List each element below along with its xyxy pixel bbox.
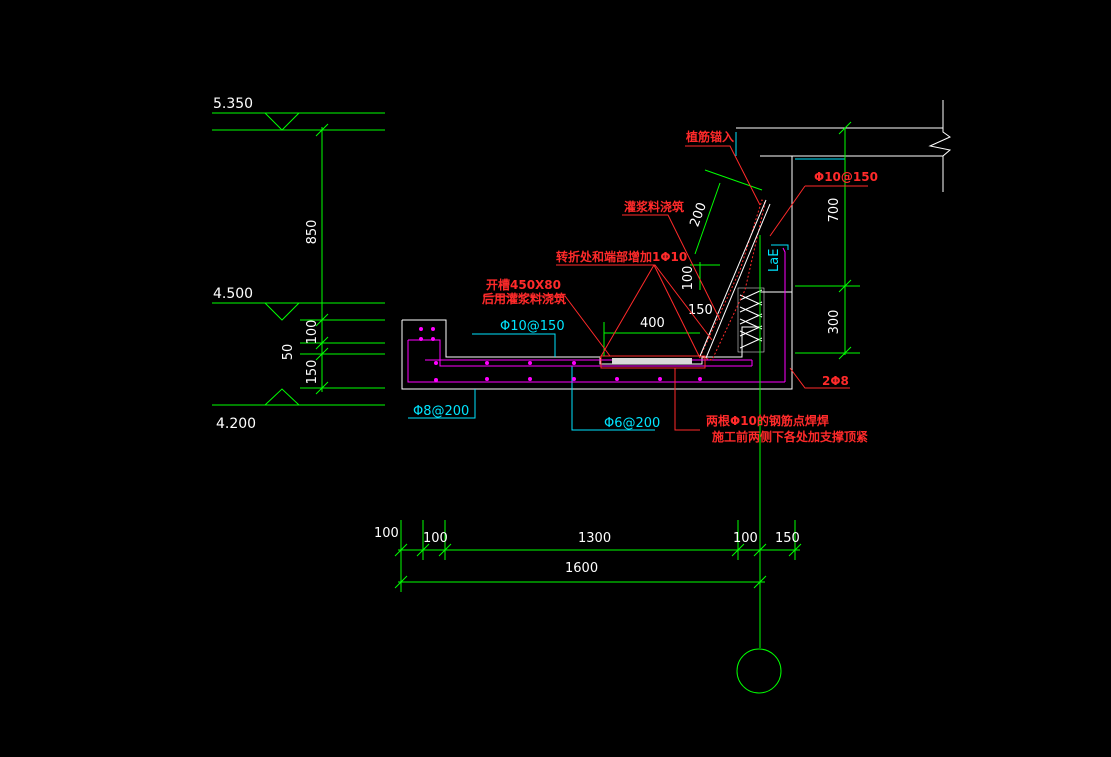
cyan-leaders xyxy=(408,132,846,431)
dim-50: 50 xyxy=(281,344,296,361)
dim-200: 200 xyxy=(687,201,710,229)
dim-1600: 1600 xyxy=(565,561,598,576)
dim-150-haunch: 150 xyxy=(688,303,713,318)
label-groove-pour: 后用灌浆料浇筑 xyxy=(482,291,566,306)
dim-300: 300 xyxy=(827,310,842,335)
axis-bubble xyxy=(736,648,782,694)
label-grout-pour: 灌浆料浇筑 xyxy=(623,199,684,214)
dim-100-haunch: 100 xyxy=(681,266,696,291)
dim-400: 400 xyxy=(640,316,665,331)
wall-hatch xyxy=(737,287,765,353)
elevation-markers: 5.350 4.500 4.200 850 100 50 150 xyxy=(212,96,385,432)
rebar-lines xyxy=(407,247,786,383)
label-two-phi8: 2Φ8 xyxy=(822,374,849,388)
label-support-note: 施工前两侧下各处加支撑顶紧 xyxy=(712,429,868,444)
red-leaders xyxy=(483,145,868,431)
dim-100-far-left: 100 xyxy=(374,526,399,541)
dim-700: 700 xyxy=(827,198,842,223)
label-lae: LaE xyxy=(767,249,782,272)
elevation-middle: 4.500 xyxy=(213,286,253,302)
label-phi8-200: Φ8@200 xyxy=(413,404,469,419)
annotations: 植筋锚入 Φ10@150 灌浆料浇筑 转折处和端部增加1Φ10 开槽450X80… xyxy=(413,129,878,444)
dim-850: 850 xyxy=(305,220,320,245)
bottom-dims: 100 100 1300 100 150 1600 xyxy=(374,520,802,592)
dim-150: 150 xyxy=(305,360,320,385)
elevation-bottom: 4.200 xyxy=(216,416,256,432)
label-phi6-200: Φ6@200 xyxy=(604,416,660,431)
right-dims: 700 300 200 100 150 400 xyxy=(603,121,860,360)
label-groove: 开槽450X80 xyxy=(486,277,561,292)
dim-100: 100 xyxy=(305,320,320,345)
label-weld-note: 两根Φ10的钢筋点焊焊 xyxy=(706,413,829,428)
rebar-dots xyxy=(419,327,702,382)
groove xyxy=(600,355,706,369)
label-corner-add: 转折处和端部增加1Φ10 xyxy=(556,249,687,264)
haunch xyxy=(699,199,771,361)
slab-outline xyxy=(401,100,952,390)
dim-100-left: 100 xyxy=(423,531,448,546)
elevation-top: 5.350 xyxy=(213,96,253,112)
label-slab-rebar: Φ10@150 xyxy=(500,319,565,334)
dim-150-right: 150 xyxy=(775,531,800,546)
label-rebar-top: Φ10@150 xyxy=(814,170,878,184)
dim-1300: 1300 xyxy=(578,531,611,546)
dim-100-right: 100 xyxy=(733,531,758,546)
label-plant-in: 植筋锚入 xyxy=(685,129,734,144)
